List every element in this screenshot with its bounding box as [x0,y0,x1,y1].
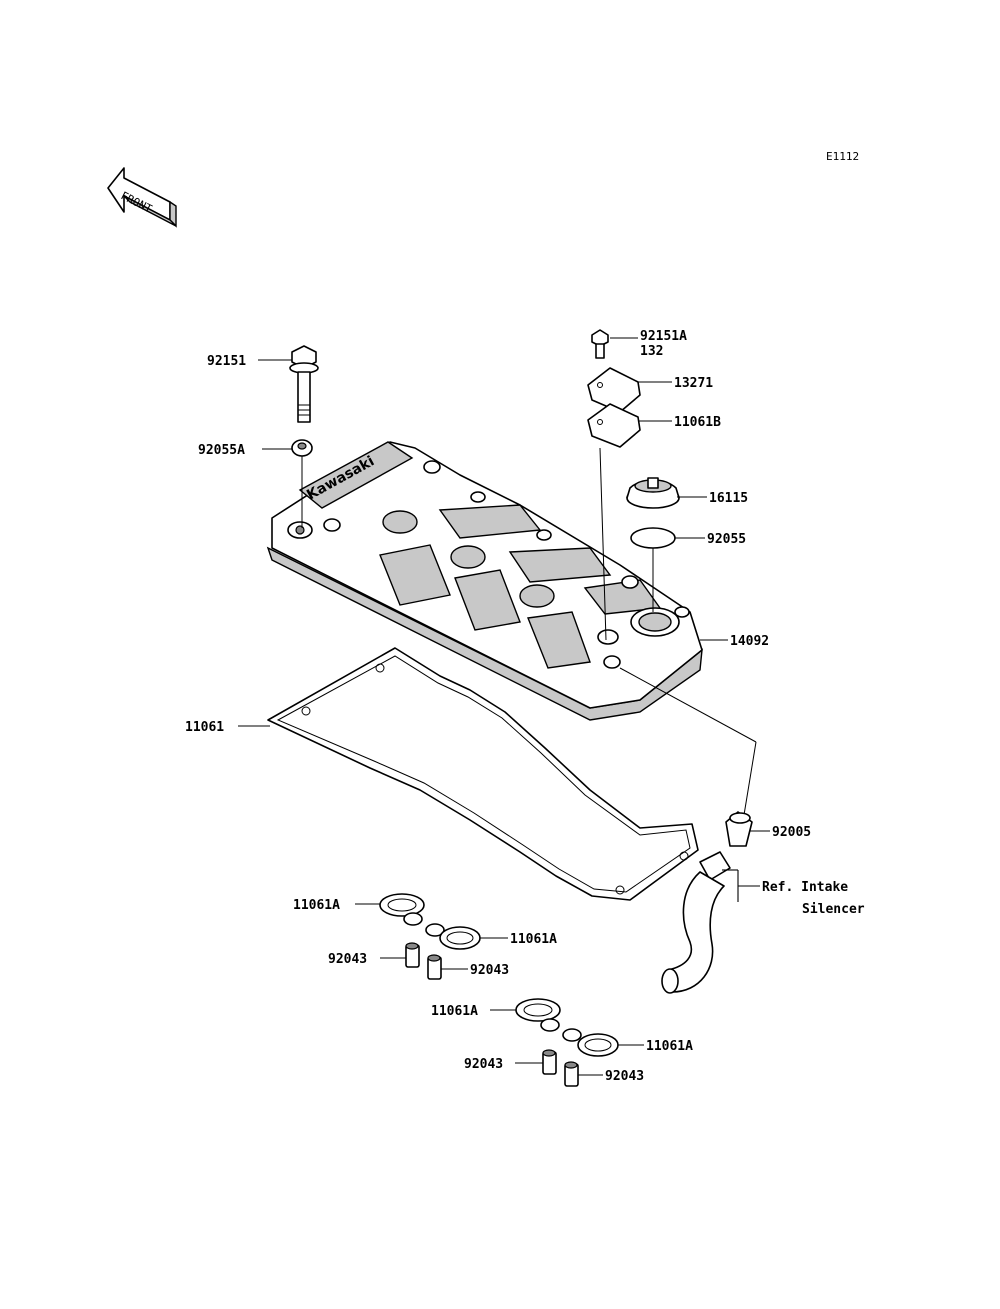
grommet-92055a [291,439,313,457]
callout-92151a: 92151A [640,329,687,344]
callout-92055: 92055 [707,532,746,547]
callout-92151: 92151 [207,354,246,369]
cover-plate-13271 [587,367,641,413]
callout-92043-3: 92043 [464,1057,503,1072]
valve-cover-gasket [267,647,699,901]
callout-ref-silencer: Silencer [802,902,865,917]
callout-11061b: 11061B [674,415,721,430]
leader-lines [238,337,770,1076]
seal-set-1 [379,893,481,980]
callout-11061: 11061 [185,720,224,735]
cover-alignment-line [599,447,607,641]
callout-92043-1: 92043 [328,952,367,967]
breather-fitting-92005 [725,811,753,847]
callout-16115: 16115 [709,491,748,506]
callout-92043-4: 92043 [605,1069,644,1084]
callout-13271: 13271 [674,376,713,391]
callout-92005: 92005 [772,825,811,840]
callout-11061a-2: 11061A [510,932,557,947]
breather-alignment-line [619,667,757,743]
callout-92055a: 92055A [198,443,245,458]
callout-11061a-3: 11061A [431,1004,478,1019]
gasket-11061b [587,403,641,448]
bolt-92151a [591,329,609,359]
seal-set-2 [515,998,619,1087]
oil-filler-cap-16115 [626,477,680,509]
valve-cover: Kawasaki [266,441,703,721]
callout-92043-2: 92043 [470,963,509,978]
breather-hose [661,851,731,994]
o-ring-92055 [630,527,676,549]
callout-11061a-4: 11061A [646,1039,693,1054]
callout-ref-intake: Ref. Intake [762,880,848,895]
callout-14092: 14092 [730,634,769,649]
callout-11061a-1: 11061A [293,898,340,913]
diagram-code: E1112 [826,150,859,163]
front-direction-arrow-icon: FRONT [107,167,177,228]
callout-132: 132 [640,344,663,359]
bolt-92151 [289,345,319,423]
